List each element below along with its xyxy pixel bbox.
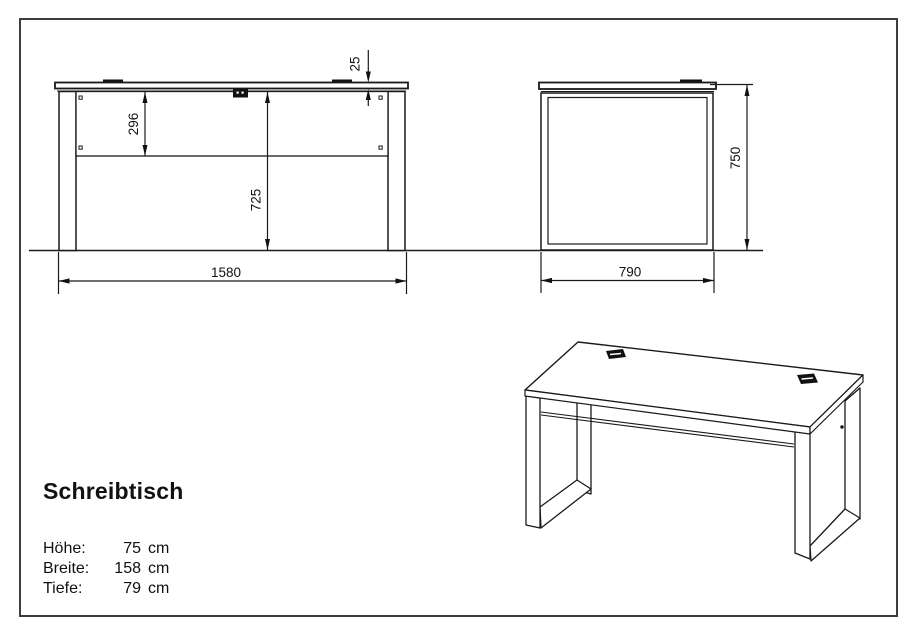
desktop-side: [538, 81, 717, 90]
dim-label-296: 296: [126, 113, 141, 136]
spec-label: Breite:: [43, 560, 90, 577]
screw-hole: [78, 145, 83, 150]
grommet-edge-side: [680, 79, 702, 84]
spec-row-depth: Tiefe: 79 cm: [43, 579, 303, 599]
grommet-edge-right: [332, 79, 352, 84]
perspective-view: [524, 341, 864, 562]
dim-label-790: 790: [619, 265, 642, 280]
grommet-3d-left: [606, 349, 626, 359]
spec-value: 75: [123, 540, 141, 557]
grommet-plate-icon: [233, 88, 248, 98]
grommet-3d-right: [797, 373, 818, 384]
screw-hole: [378, 95, 383, 100]
screw-dot: [840, 425, 844, 429]
dim-label-25: 25: [348, 56, 363, 71]
product-title: Schreibtisch: [43, 478, 184, 504]
dim-underside-height: 725: [249, 92, 270, 250]
dim-top-thickness: 25: [348, 50, 371, 106]
spec-value: 79: [123, 580, 141, 597]
leg-right-3d: [794, 387, 861, 562]
spec-unit: cm: [148, 560, 170, 577]
spec-unit: cm: [148, 580, 170, 597]
spec-label: Höhe:: [43, 540, 86, 557]
screw-hole: [378, 145, 383, 150]
screw-hole: [78, 95, 83, 100]
grommet-edge-left: [103, 79, 123, 84]
dim-total-height: 750: [710, 83, 753, 250]
front-view: 25 296 725: [54, 50, 409, 294]
spec-unit: cm: [148, 540, 170, 557]
desktop-front: [54, 81, 409, 90]
dim-depth: 790: [540, 252, 715, 293]
spec-row-width: Breite: 158 cm: [43, 559, 303, 579]
spec-value: 158: [114, 560, 141, 577]
side-view: 750 790: [538, 79, 753, 293]
dim-label-1580: 1580: [211, 265, 241, 280]
leg-left-front: [58, 90, 77, 252]
leg-frame-inner: [547, 96, 708, 245]
back-panel: [75, 90, 389, 157]
desktop-3d-side-edge: [809, 374, 864, 435]
spec-label: Tiefe:: [43, 580, 83, 597]
dim-width: 1580: [57, 252, 408, 294]
spec-row-height: Höhe: 75 cm: [43, 539, 303, 559]
dim-panel-offset: 296: [126, 92, 148, 156]
leg-right-front: [387, 90, 406, 252]
dim-label-725: 725: [249, 189, 264, 212]
dim-label-750: 750: [728, 147, 743, 170]
product-info: Schreibtisch Höhe: 75 cm Breite: 158 cm …: [43, 478, 303, 599]
sheet-border: [19, 18, 898, 617]
